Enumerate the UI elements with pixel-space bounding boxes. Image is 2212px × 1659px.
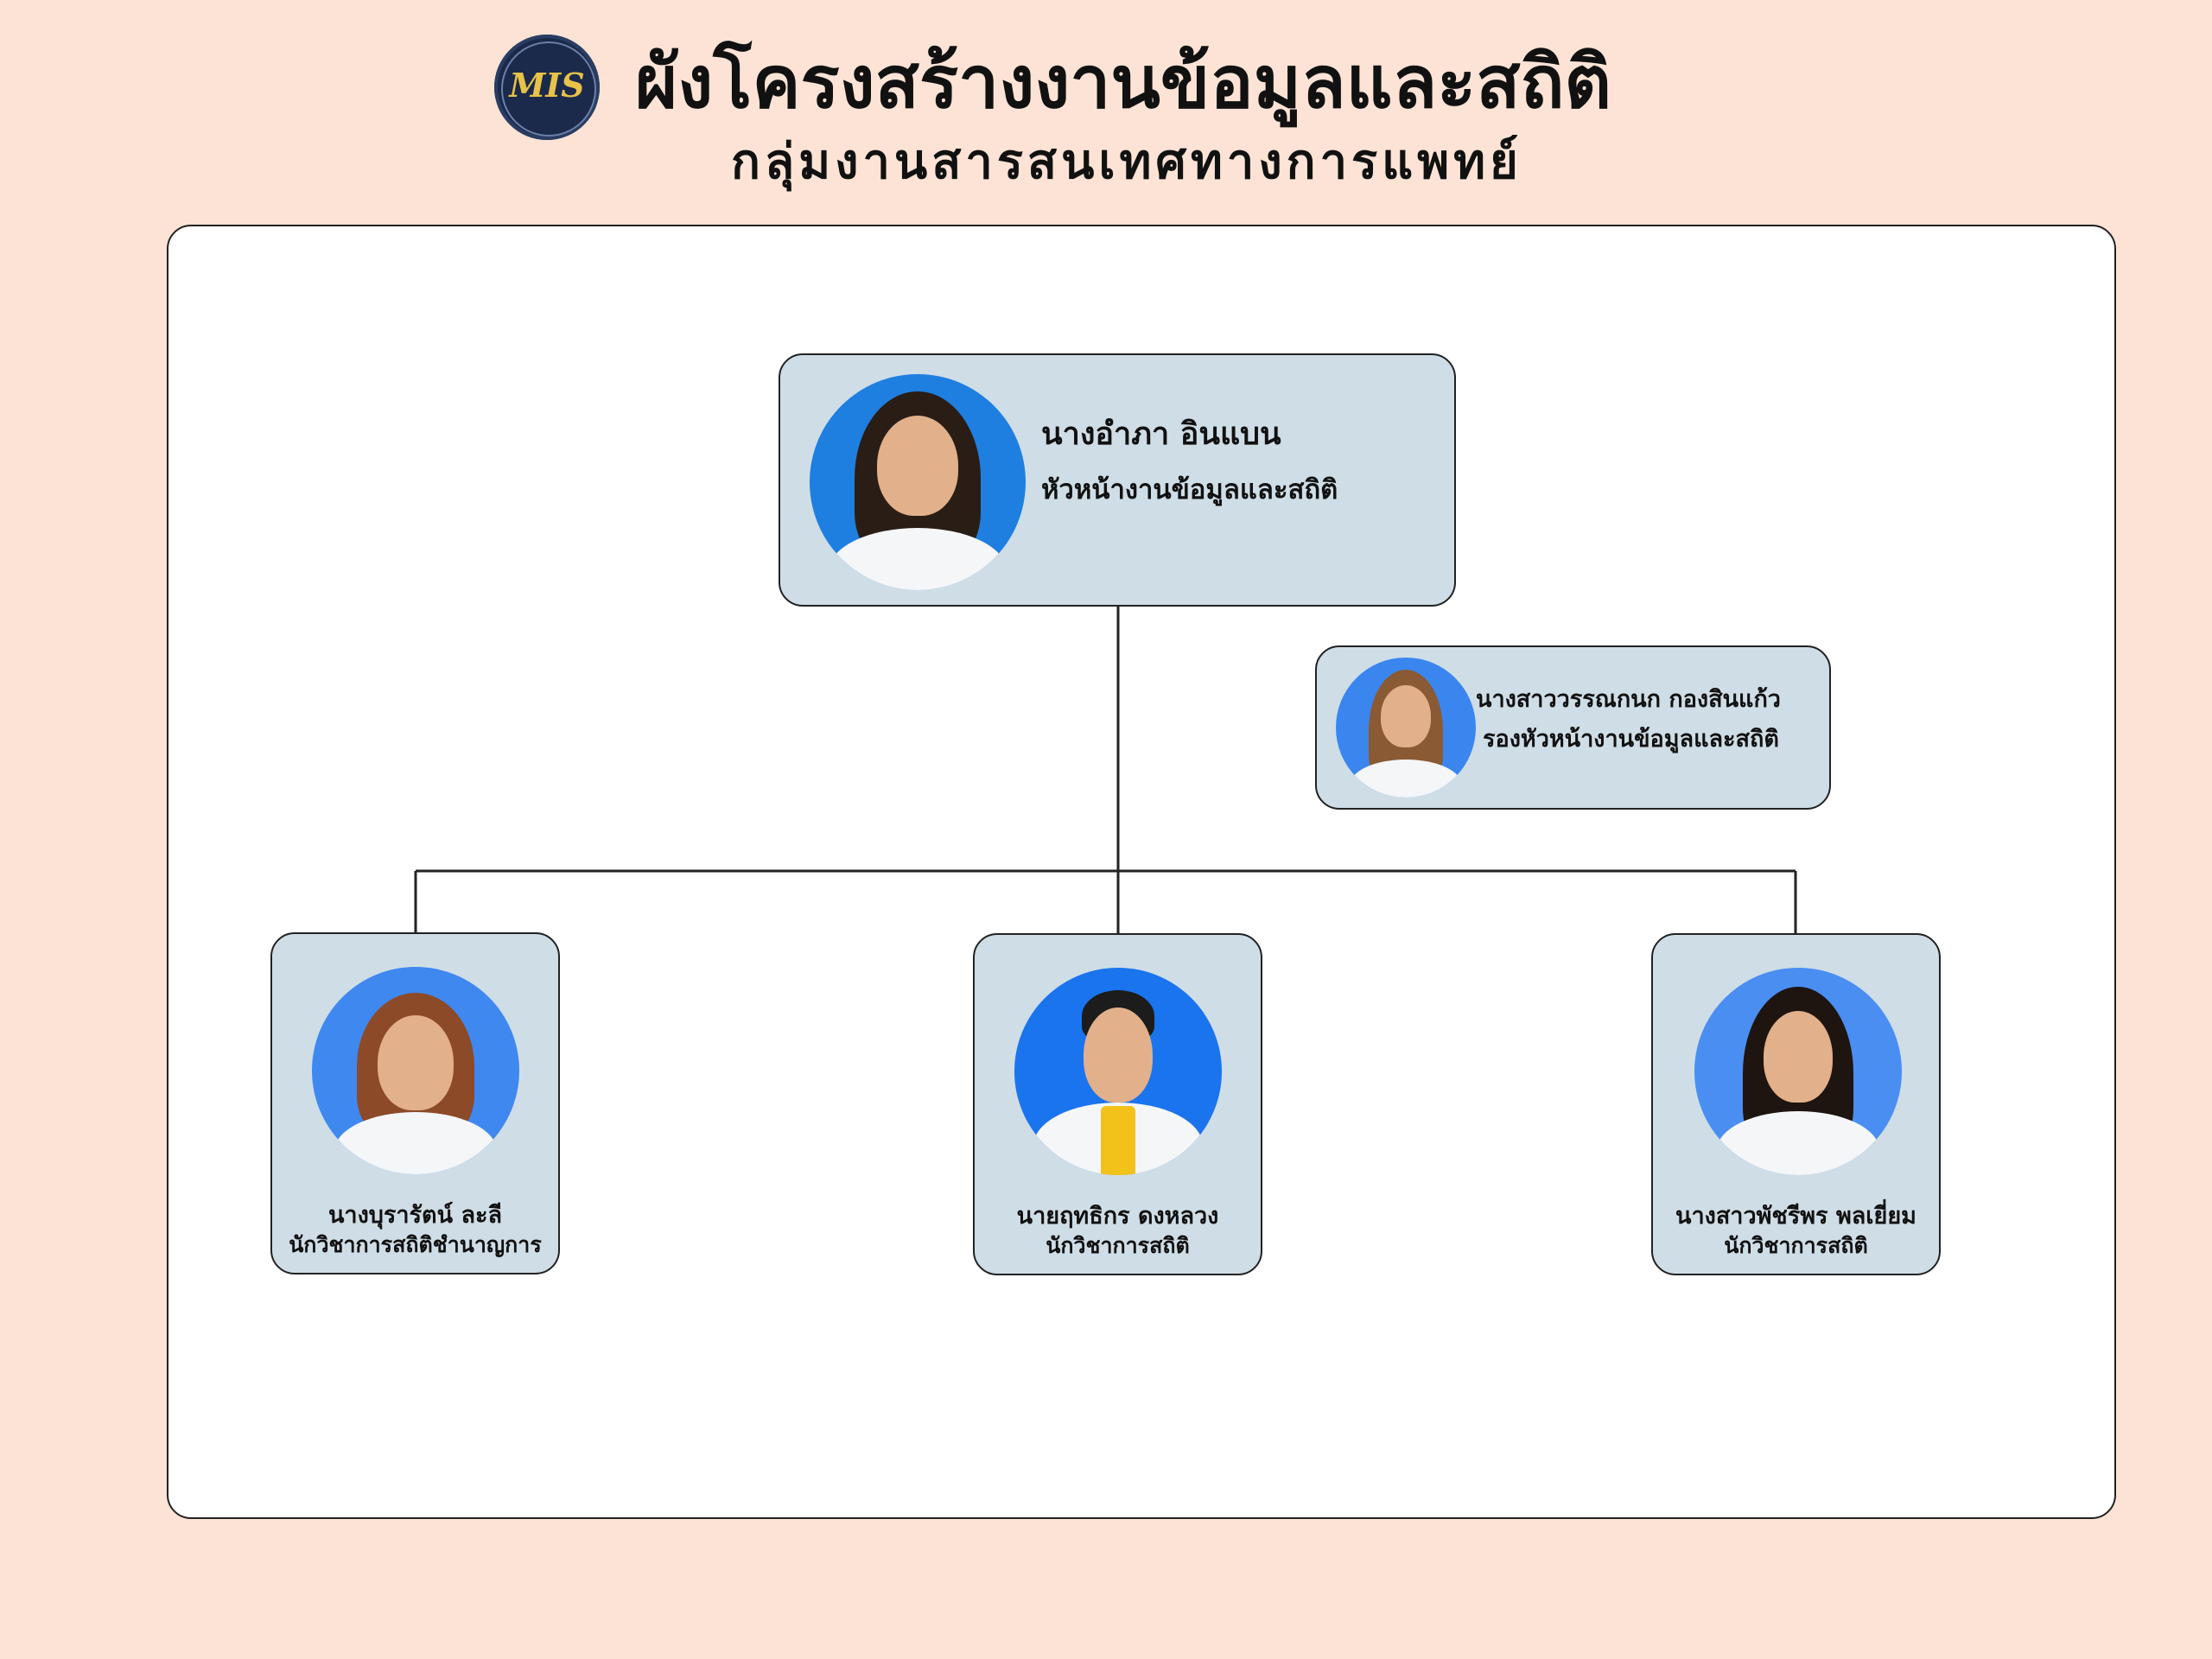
page-title: ผังโครงสร้างงานข้อมูลและสถิติ — [635, 40, 1611, 124]
org-card-staff: นางบุรารัตน์ ละลี นักวิชาการสถิติชำนาญกา… — [270, 932, 560, 1274]
staff-role: นักวิชาการสถิติ — [1724, 1233, 1868, 1258]
staff-name: นางบุรารัตน์ ละลี — [327, 1202, 503, 1229]
staff-name: นายฤทธิกร ดงหลวง — [1016, 1203, 1219, 1230]
logo-ring — [501, 41, 596, 137]
person-photo — [810, 374, 1026, 590]
header: MIS ผังโครงสร้างงานข้อมูลและสถิติ กลุ่มง… — [0, 0, 2212, 216]
staff-name: นางสาวพัชรีพร พลเยี่ยม — [1675, 1203, 1916, 1230]
staff-role: นักวิชาการสถิติ — [1046, 1233, 1190, 1258]
org-card-staff: นางสาวพัชรีพร พลเยี่ยม นักวิชาการสถิติ — [1651, 933, 1941, 1275]
page-subtitle: กลุ่มงานสารสนเทศทางการแพทย์ — [731, 134, 1522, 190]
person-photo — [312, 967, 519, 1174]
org-card-deputy: นางสาววรรณกนก กองสินแก้ว รองหัวหน้างานข้… — [1315, 645, 1831, 810]
org-card-head: นางอำภา อินแบน หัวหน้างานข้อมูลและสถิติ — [779, 353, 1456, 607]
person-photo — [1336, 658, 1476, 798]
person-photo — [1694, 968, 1902, 1175]
person-photo — [1014, 968, 1222, 1175]
head-name: นางอำภา อินแบน — [1041, 416, 1281, 452]
deputy-name: นางสาววรรณกนก กองสินแก้ว — [1476, 686, 1781, 713]
org-card-staff: นายฤทธิกร ดงหลวง นักวิชาการสถิติ — [973, 933, 1262, 1275]
mis-logo: MIS — [494, 35, 600, 140]
head-role: หัวหน้างานข้อมูลและสถิติ — [1041, 474, 1338, 505]
staff-role: นักวิชาการสถิติชำนาญการ — [289, 1232, 542, 1257]
logo-text: MIS — [509, 66, 585, 105]
deputy-role: รองหัวหน้างานข้อมูลและสถิติ — [1483, 726, 1779, 753]
